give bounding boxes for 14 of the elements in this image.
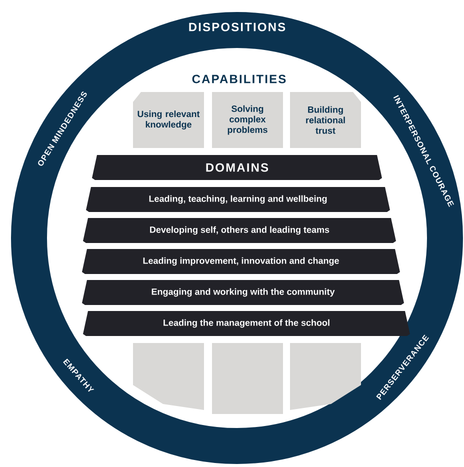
capability-box: Solving complex problems [212,92,283,148]
node-label: DISPOSITIONS [189,22,286,32]
empty-column [290,343,361,410]
domain-band: Leading improvement, innovation and change [82,249,400,274]
domain-band: Developing self, others and leading teams [83,218,396,243]
domain-band: Engaging and working with the community [82,280,404,305]
section-heading: CAPABILITIES [192,74,286,84]
empty-column [133,343,204,410]
domain-band: Leading, teaching, learning and wellbeing [86,187,390,212]
capability-box: Building relational trust [290,92,361,148]
capability-box: Using relevant knowledge [133,92,204,148]
heading-band: DOMAINS [92,155,382,180]
empty-column [212,343,283,414]
domain-band: Leading the management of the school [83,311,410,336]
